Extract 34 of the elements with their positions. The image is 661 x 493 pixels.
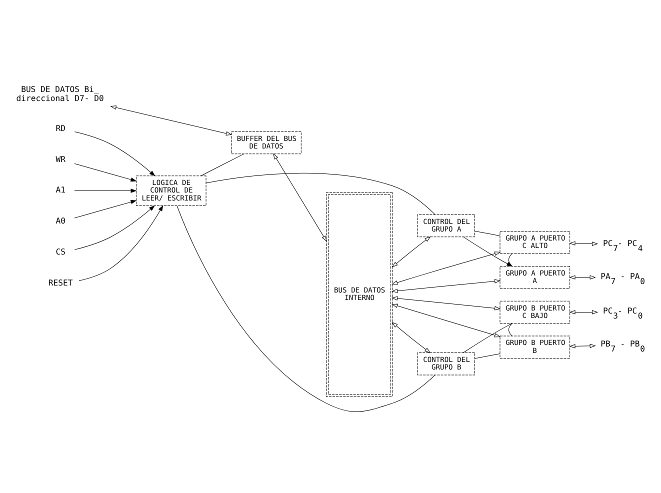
connector bbox=[508, 252, 512, 266]
arrow bbox=[392, 278, 501, 292]
arrow bbox=[74, 204, 156, 250]
arrow bbox=[392, 322, 431, 353]
arrow bbox=[463, 236, 513, 266]
arrow bbox=[392, 296, 501, 310]
connector bbox=[206, 172, 436, 214]
connector bbox=[508, 322, 512, 336]
node-text: WR bbox=[56, 153, 66, 164]
connector bbox=[176, 205, 436, 412]
arrow bbox=[74, 188, 137, 192]
connector bbox=[474, 230, 500, 236]
connector bbox=[200, 153, 244, 176]
arrow bbox=[74, 199, 137, 218]
node-text: A1 bbox=[56, 184, 66, 194]
node-text: CS bbox=[56, 246, 66, 256]
arrow bbox=[392, 303, 501, 337]
node-text: RESET bbox=[48, 276, 73, 287]
arrow bbox=[569, 240, 598, 246]
arrow bbox=[74, 162, 137, 182]
node-text: A0 bbox=[56, 215, 66, 226]
node-text: BUS DE DATOS Bi_ direccional D7- D0 bbox=[16, 84, 104, 103]
connector bbox=[474, 352, 500, 358]
arrow bbox=[569, 343, 596, 348]
arrow bbox=[78, 204, 164, 280]
arrow bbox=[273, 152, 327, 242]
arrow bbox=[392, 251, 501, 284]
arrow bbox=[569, 310, 598, 314]
connector bbox=[463, 322, 512, 352]
arrow bbox=[110, 104, 232, 135]
arrow bbox=[74, 131, 156, 176]
arrow bbox=[392, 236, 431, 267]
node-text: RD bbox=[56, 122, 66, 132]
arrow bbox=[569, 274, 596, 279]
